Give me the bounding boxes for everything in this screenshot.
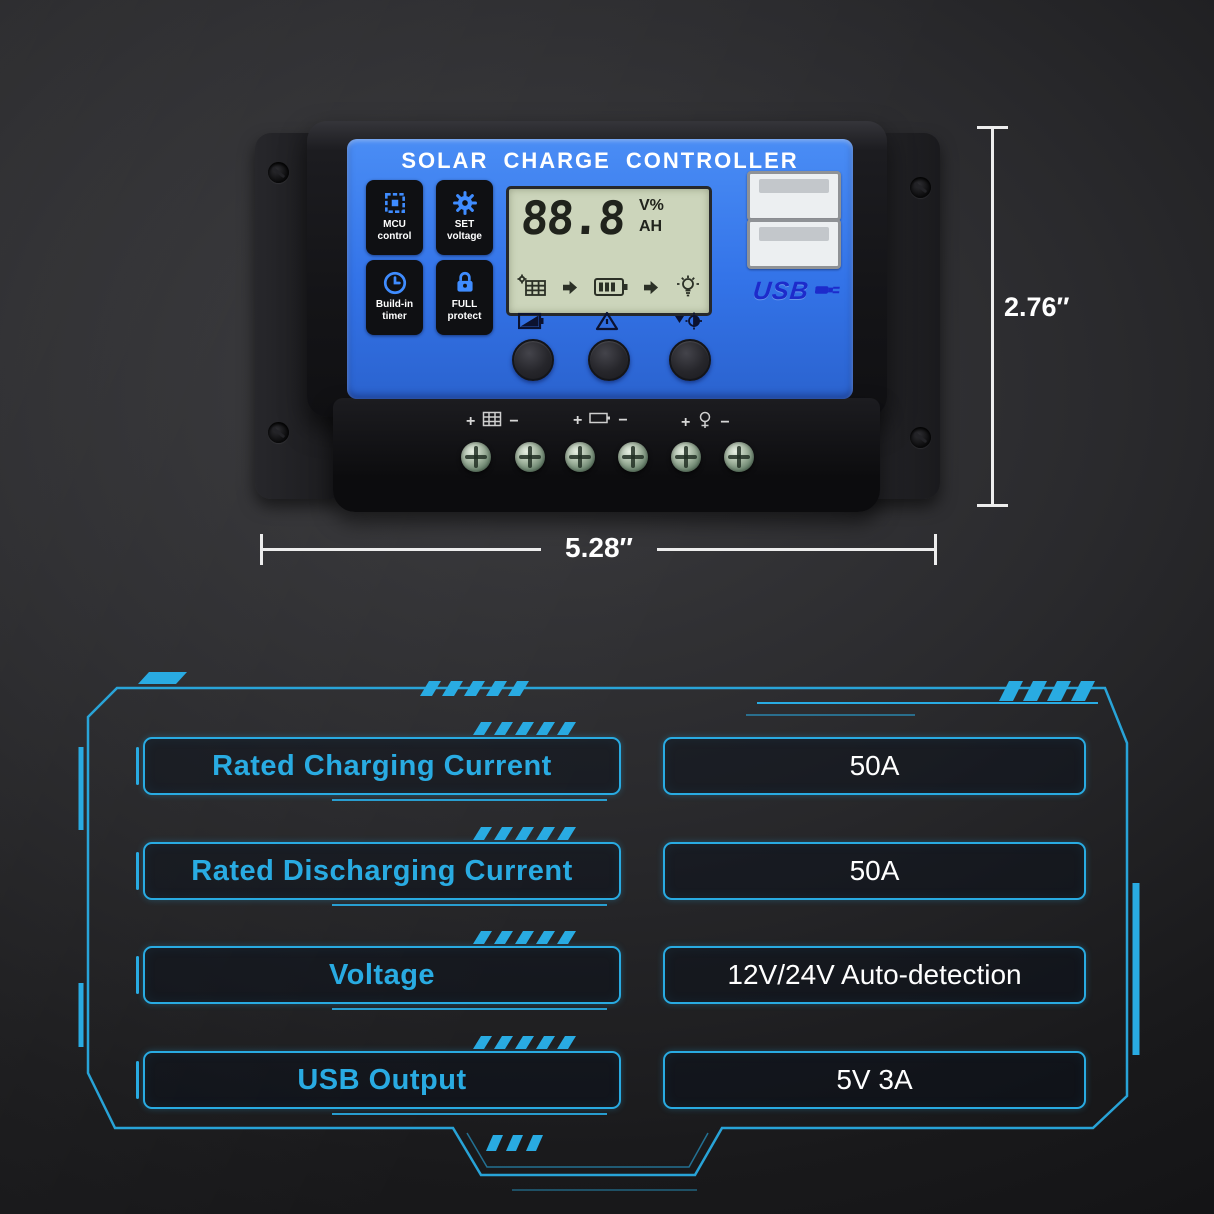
mounting-hole (268, 422, 289, 443)
button-load (669, 339, 711, 381)
lock-icon (452, 267, 478, 299)
usb-tongue (759, 227, 829, 241)
terminal-screw (515, 442, 545, 472)
usb-plug-icon (813, 277, 844, 306)
terminal-label-solar: + − (466, 411, 519, 432)
plus-sign: + (681, 413, 691, 431)
feature-mcu-control: MCU control (366, 180, 423, 255)
feature-label: control (377, 231, 412, 242)
spec-label-text: Rated Charging Current (212, 749, 552, 782)
feature-label: MCU (383, 219, 406, 230)
feature-label: protect (447, 311, 482, 322)
spec-label-voltage: Voltage (136, 946, 621, 1010)
clock-icon (382, 267, 408, 299)
usb-port-top (747, 171, 841, 221)
usb-tongue (759, 179, 829, 193)
dimension-cap (260, 534, 263, 565)
feature-label: Build-in (375, 299, 414, 310)
spec-value-rated-discharging-current: 50A (663, 842, 1086, 900)
spec-label-text: Voltage (328, 958, 436, 991)
feature-set-voltage: SET voltage (436, 180, 493, 255)
terminal-screw (724, 442, 754, 472)
terminal-label-battery: + − (573, 411, 628, 430)
mounting-hole (268, 162, 289, 183)
spec-value-text: 5V 3A (836, 1064, 913, 1095)
dimension-cap (977, 126, 1008, 129)
plus-sign: + (466, 412, 476, 430)
solar-panel-icon (517, 274, 547, 305)
battery-icon (594, 276, 628, 303)
battery-icon (589, 411, 611, 430)
terminal-label-load: + − (681, 411, 730, 434)
width-dimension-line (657, 548, 937, 551)
terminal-screw (461, 442, 491, 472)
terminal-screw (671, 442, 701, 472)
feature-label: SET (454, 219, 475, 230)
arrow-right-icon (563, 280, 578, 300)
usb-port-bottom (747, 219, 841, 269)
arrow-right-icon (644, 280, 659, 300)
spec-label-text: USB Output (297, 1063, 467, 1096)
spec-label-rated-discharging-current: Rated Discharging Current (136, 842, 621, 906)
device-title: SOLAR CHARGE CONTROLLER (401, 148, 799, 173)
width-dimension-line (261, 548, 541, 551)
mcu-icon (382, 187, 408, 219)
usb-text: USB (751, 277, 811, 305)
lcd-display: 88.8 V% AH (506, 186, 712, 316)
spec-label-rated-charging-current: Rated Charging Current (136, 737, 621, 801)
spec-value-text: 50A (849, 855, 900, 886)
minus-sign: − (618, 411, 628, 429)
solar-panel-icon (482, 411, 502, 432)
feature-full-protect: FULL protect (436, 260, 493, 335)
lcd-reading: 88.8 (519, 191, 626, 245)
spec-value-voltage: 12V/24V Auto-detection (663, 946, 1086, 1004)
dimension-cap (977, 504, 1008, 507)
usb-label: USB (751, 277, 844, 306)
height-dimension-line (991, 127, 994, 507)
height-dimension-label: 2.76″ (1004, 292, 1070, 322)
spec-value-rated-charging-current: 50A (663, 737, 1086, 795)
feature-label: FULL (451, 299, 478, 310)
lcd-unit-volt-percent: V% (639, 197, 664, 214)
terminal-screw (565, 442, 595, 472)
spec-label-text: Rated Discharging Current (191, 854, 573, 887)
mounting-hole (910, 177, 931, 198)
load-icon (697, 411, 713, 434)
front-panel: SOLAR CHARGE CONTROLLER MCU control SET … (347, 139, 853, 399)
spec-value-text: 12V/24V Auto-detection (727, 959, 1022, 990)
terminal-screw (618, 442, 648, 472)
dimension-cap (934, 534, 937, 565)
lamp-mode-icon (673, 311, 703, 336)
feature-label: voltage (446, 231, 482, 242)
minus-sign: − (509, 412, 519, 430)
up-arrow-icon (595, 311, 619, 336)
spec-value-text: 50A (849, 750, 900, 781)
mounting-hole (910, 427, 931, 448)
tech-frame-decoration (78, 672, 1140, 1191)
lcd-unit-amp-hour: AH (639, 218, 663, 235)
width-dimension-label: 5.28″ (565, 532, 633, 563)
spec-table: Rated Charging Current 50A Rated Dischar… (57, 655, 1157, 1205)
spec-label-usb-output: USB Output (136, 1051, 621, 1115)
charge-flow-diagram (517, 274, 701, 305)
battery-mode-icon (517, 311, 544, 336)
lamp-icon (675, 274, 701, 305)
terminal-block: + − + − + − (333, 398, 880, 512)
feature-label: timer (382, 311, 407, 322)
minus-sign: − (720, 413, 730, 431)
button-mode (512, 339, 554, 381)
plus-sign: + (573, 411, 583, 429)
spec-value-usb-output: 5V 3A (663, 1051, 1086, 1109)
feature-builtin-timer: Build-in timer (366, 260, 423, 335)
gear-icon (452, 187, 478, 219)
button-up (588, 339, 630, 381)
